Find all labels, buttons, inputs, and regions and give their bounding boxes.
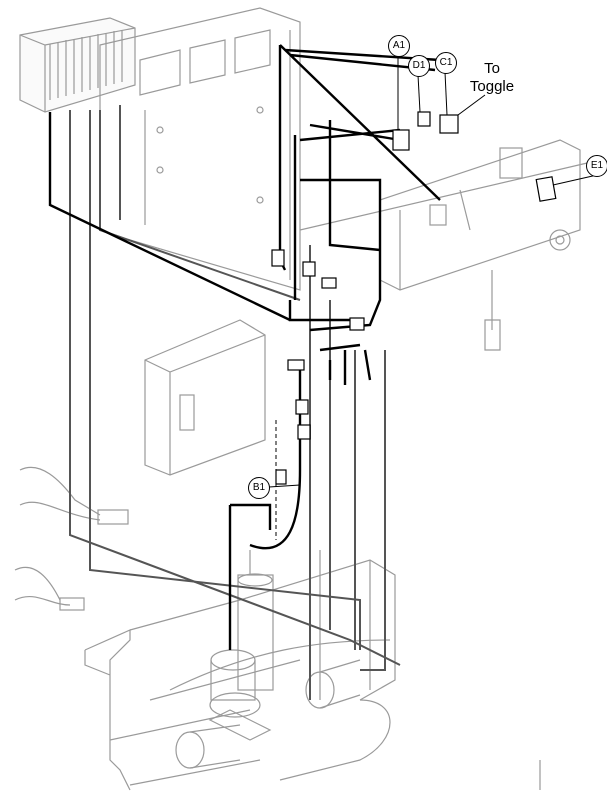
base-frame — [84, 550, 541, 791]
battery-box — [144, 319, 266, 476]
wire-controller — [48, 112, 291, 322]
switch-bracket-plate — [299, 139, 601, 291]
connector — [59, 597, 85, 611]
tool — [484, 270, 501, 351]
note-line-1: To — [484, 60, 500, 77]
leader-lines — [268, 55, 598, 540]
callout-d1: D1 — [408, 55, 430, 77]
left-harnesses — [14, 466, 101, 606]
callout-e1: E1 — [586, 155, 607, 177]
connector — [97, 509, 129, 525]
controller-module — [19, 17, 136, 113]
part-outlines — [14, 7, 601, 791]
e1-part — [535, 176, 557, 202]
note-line-2: Toggle — [469, 78, 515, 95]
callout-a1: A1 — [388, 35, 410, 57]
to-toggle-note: To Toggle — [466, 60, 518, 96]
connectors — [271, 111, 459, 485]
callout-c1: C1 — [435, 52, 457, 74]
wire-b1 — [249, 360, 302, 550]
wire-harness — [278, 45, 287, 271]
harness-lines — [69, 105, 401, 700]
callout-b1: B1 — [248, 477, 270, 499]
